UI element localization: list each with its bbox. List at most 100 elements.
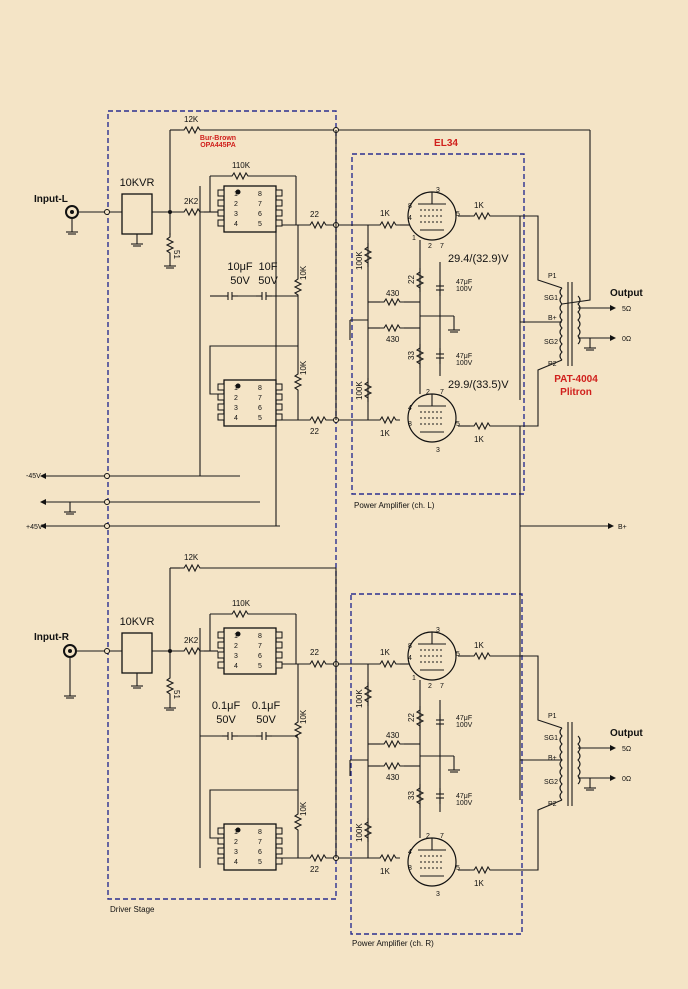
- svg-text:7: 7: [258, 201, 262, 208]
- svg-text:33: 33: [407, 351, 416, 360]
- svg-text:22: 22: [407, 275, 416, 284]
- svg-text:5: 5: [258, 221, 262, 228]
- svg-text:51: 51: [172, 690, 181, 699]
- svg-text:B+: B+: [548, 755, 557, 762]
- svg-text:10F: 10F: [259, 261, 278, 273]
- channel-left: Input-L 10KVR 2K2 51 12K 1 2 3 4 8 7 6 5: [34, 115, 643, 454]
- svg-text:+45V: +45V: [26, 524, 43, 531]
- svg-text:Output: Output: [610, 288, 643, 299]
- svg-text:100V: 100V: [456, 286, 473, 293]
- power-amp-r-box: [350, 593, 523, 935]
- svg-text:12K: 12K: [184, 115, 199, 124]
- svg-text:2: 2: [428, 683, 432, 690]
- opamp-brand-label: Bur-Brown: [200, 135, 236, 142]
- svg-text:P1: P1: [548, 713, 557, 720]
- svg-text:8: 8: [258, 191, 262, 198]
- svg-text:110K: 110K: [232, 599, 251, 608]
- svg-text:47μF: 47μF: [456, 715, 472, 722]
- power-amp-l-label: Power Amplifier (ch. L): [354, 501, 435, 510]
- svg-text:1: 1: [234, 633, 238, 640]
- svg-text:7: 7: [258, 839, 262, 846]
- svg-text:2K2: 2K2: [184, 636, 199, 645]
- svg-text:7: 7: [440, 833, 444, 840]
- svg-text:3: 3: [436, 187, 440, 194]
- svg-text:110K: 110K: [232, 161, 251, 170]
- svg-text:4: 4: [234, 415, 238, 422]
- svg-text:22: 22: [310, 210, 319, 219]
- svg-text:3: 3: [436, 627, 440, 634]
- power-rails: -45V +45V B+: [26, 186, 627, 800]
- svg-text:0.1μF: 0.1μF: [252, 700, 281, 712]
- opamp-part-label: OPA445PA: [200, 142, 236, 149]
- svg-text:10μF: 10μF: [227, 261, 253, 273]
- svg-text:10K: 10K: [299, 709, 308, 724]
- svg-text:SG2: SG2: [544, 779, 558, 786]
- svg-text:3: 3: [234, 211, 238, 218]
- svg-text:0Ω: 0Ω: [622, 336, 631, 343]
- volume-pot-r: [121, 632, 153, 674]
- svg-text:29.4/(32.9)V: 29.4/(32.9)V: [448, 253, 509, 265]
- svg-text:100V: 100V: [456, 360, 473, 367]
- svg-text:100K: 100K: [355, 823, 364, 842]
- svg-text:7: 7: [440, 243, 444, 250]
- tube-r-bottom: [407, 837, 457, 887]
- svg-text:29.9/(33.5)V: 29.9/(33.5)V: [448, 379, 509, 391]
- svg-text:10K: 10K: [299, 801, 308, 816]
- svg-text:0.1μF: 0.1μF: [212, 700, 241, 712]
- svg-text:4: 4: [408, 849, 412, 856]
- svg-text:12K: 12K: [184, 553, 199, 562]
- svg-text:Output: Output: [610, 728, 643, 739]
- svg-text:2K2: 2K2: [184, 197, 199, 206]
- svg-text:5Ω: 5Ω: [622, 306, 631, 313]
- svg-text:4: 4: [408, 405, 412, 412]
- svg-text:22: 22: [407, 713, 416, 722]
- channel-right: Input-R 10KVR 2K2 51 12K 1 2 3 4 8 7 6 5…: [34, 553, 643, 898]
- svg-text:2: 2: [234, 839, 238, 846]
- tube-label: EL34: [434, 138, 458, 149]
- svg-text:2: 2: [426, 389, 430, 396]
- svg-text:B+: B+: [548, 315, 557, 322]
- svg-text:SG2: SG2: [544, 339, 558, 346]
- svg-text:50V: 50V: [216, 714, 236, 726]
- svg-text:P1: P1: [548, 273, 557, 280]
- svg-text:22: 22: [310, 865, 319, 874]
- svg-text:3: 3: [234, 405, 238, 412]
- svg-text:4: 4: [234, 221, 238, 228]
- svg-text:430: 430: [386, 289, 400, 298]
- svg-text:8: 8: [258, 385, 262, 392]
- svg-text:10KVR: 10KVR: [120, 616, 155, 628]
- tube-l-top: [407, 191, 457, 241]
- svg-text:8: 8: [408, 421, 412, 428]
- svg-text:3: 3: [436, 447, 440, 454]
- svg-text:5: 5: [456, 651, 460, 658]
- svg-text:10K: 10K: [299, 265, 308, 280]
- svg-text:3: 3: [234, 849, 238, 856]
- svg-text:1K: 1K: [380, 429, 390, 438]
- svg-text:100K: 100K: [355, 251, 364, 270]
- svg-text:7: 7: [258, 395, 262, 402]
- svg-text:SG1: SG1: [544, 295, 558, 302]
- driver-stage-label: Driver Stage: [110, 905, 155, 914]
- svg-text:10KVR: 10KVR: [120, 177, 155, 189]
- svg-text:5: 5: [456, 421, 460, 428]
- svg-text:4: 4: [234, 859, 238, 866]
- svg-text:51: 51: [172, 250, 181, 259]
- svg-text:50V: 50V: [256, 714, 276, 726]
- svg-text:2: 2: [234, 201, 238, 208]
- input-r-label: Input-R: [34, 632, 70, 643]
- svg-text:3: 3: [234, 653, 238, 660]
- svg-text:1: 1: [234, 191, 238, 198]
- svg-text:4: 4: [408, 655, 412, 662]
- svg-text:47μF: 47μF: [456, 353, 472, 360]
- svg-text:10K: 10K: [299, 360, 308, 375]
- svg-text:1K: 1K: [474, 879, 484, 888]
- svg-text:1: 1: [234, 829, 238, 836]
- svg-text:1: 1: [234, 385, 238, 392]
- transformer-brand-label: Plitron: [560, 387, 592, 398]
- svg-text:7: 7: [258, 643, 262, 650]
- svg-text:430: 430: [386, 335, 400, 344]
- power-amp-r-label: Power Amplifier (ch. R): [352, 939, 434, 948]
- svg-text:430: 430: [386, 731, 400, 740]
- svg-text:8: 8: [408, 865, 412, 872]
